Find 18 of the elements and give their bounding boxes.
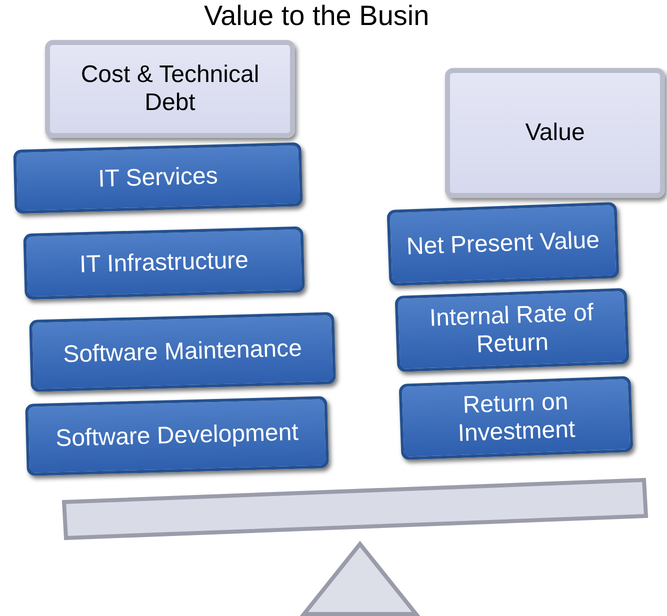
box-label: Cost & Technical Debt <box>80 61 260 117</box>
box-label: Net Present Value <box>405 226 601 262</box>
item-box <box>394 288 630 372</box>
box-label: IT Infrastructure <box>78 246 250 280</box>
item-box <box>29 312 336 392</box>
box-label: Internal Rate of Return <box>428 298 595 360</box>
item-box <box>23 226 305 300</box>
box-label: Software Development <box>54 418 300 454</box>
box-label: Value <box>524 119 586 147</box>
box-label: IT Services <box>96 162 220 194</box>
item-box <box>386 202 620 286</box>
box-label: Return on Investment <box>456 387 577 450</box>
heading-box <box>45 40 295 138</box>
item-box <box>398 376 634 460</box>
item-box <box>13 142 303 214</box>
item-box <box>25 396 329 476</box>
heading-box <box>445 68 665 198</box>
box-label: Software Maintenance <box>62 334 304 370</box>
